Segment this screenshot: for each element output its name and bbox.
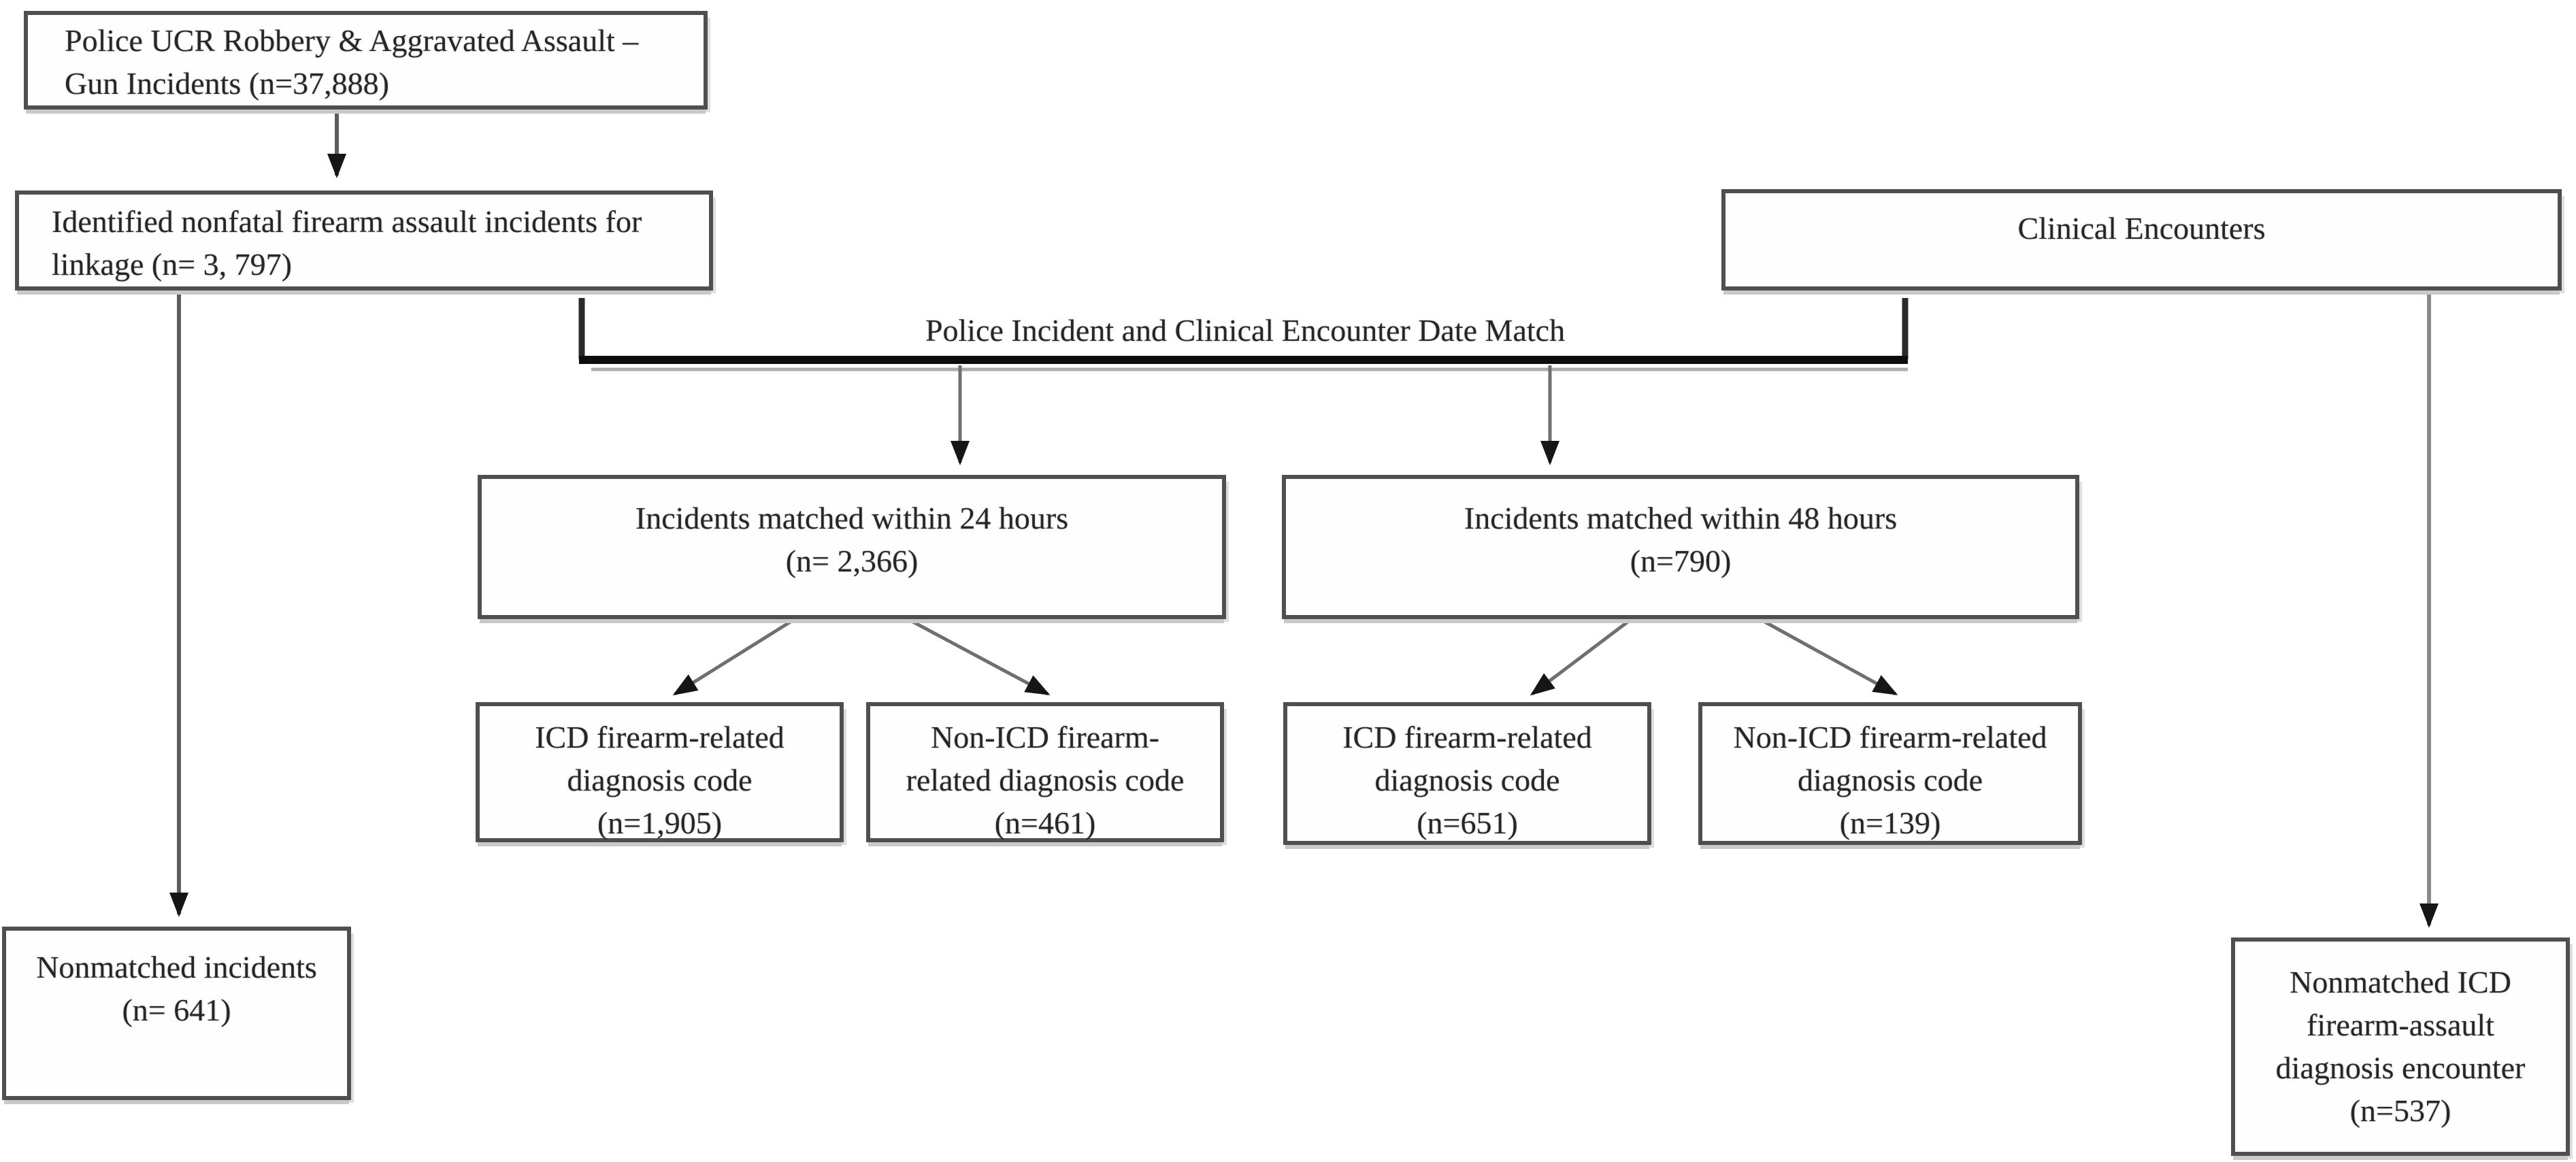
node-police-ucr-gun-incidents: Police UCR Robbery & Aggravated Assault … bbox=[24, 11, 708, 110]
node-nonmatched-icd-encounter: Nonmatched ICD firearm-assault diagnosis… bbox=[2231, 937, 2570, 1156]
node-matched-24h: Incidents matched within 24 hours (n= 2,… bbox=[478, 475, 1226, 619]
node-icd-diagnosis-24h: ICD firearm-related diagnosis code (n=1,… bbox=[476, 702, 844, 842]
arrow-24h-to-icd bbox=[672, 618, 794, 696]
arrow-48h-to-icd bbox=[1530, 619, 1631, 696]
arrow-24h-to-non-icd bbox=[909, 618, 1051, 696]
label-date-match: Police Incident and Clinical Encounter D… bbox=[925, 313, 1566, 348]
node-non-icd-diagnosis-24h: Non-ICD firearm- related diagnosis code … bbox=[866, 702, 1224, 842]
node-matched-48h: Incidents matched within 48 hours (n=790… bbox=[1282, 475, 2079, 619]
arrow-48h-to-non-icd bbox=[1761, 618, 1898, 696]
node-icd-diagnosis-48h: ICD firearm-related diagnosis code (n=65… bbox=[1283, 702, 1651, 845]
bracket-date-match bbox=[578, 298, 1909, 371]
node-nonmatched-incidents: Nonmatched incidents (n= 641) bbox=[2, 927, 351, 1100]
node-non-icd-diagnosis-48h: Non-ICD firearm-related diagnosis code (… bbox=[1698, 702, 2082, 845]
node-clinical-encounters: Clinical Encounters bbox=[1721, 189, 2562, 290]
node-identified-nonfatal-incidents: Identified nonfatal firearm assault inci… bbox=[15, 190, 713, 290]
